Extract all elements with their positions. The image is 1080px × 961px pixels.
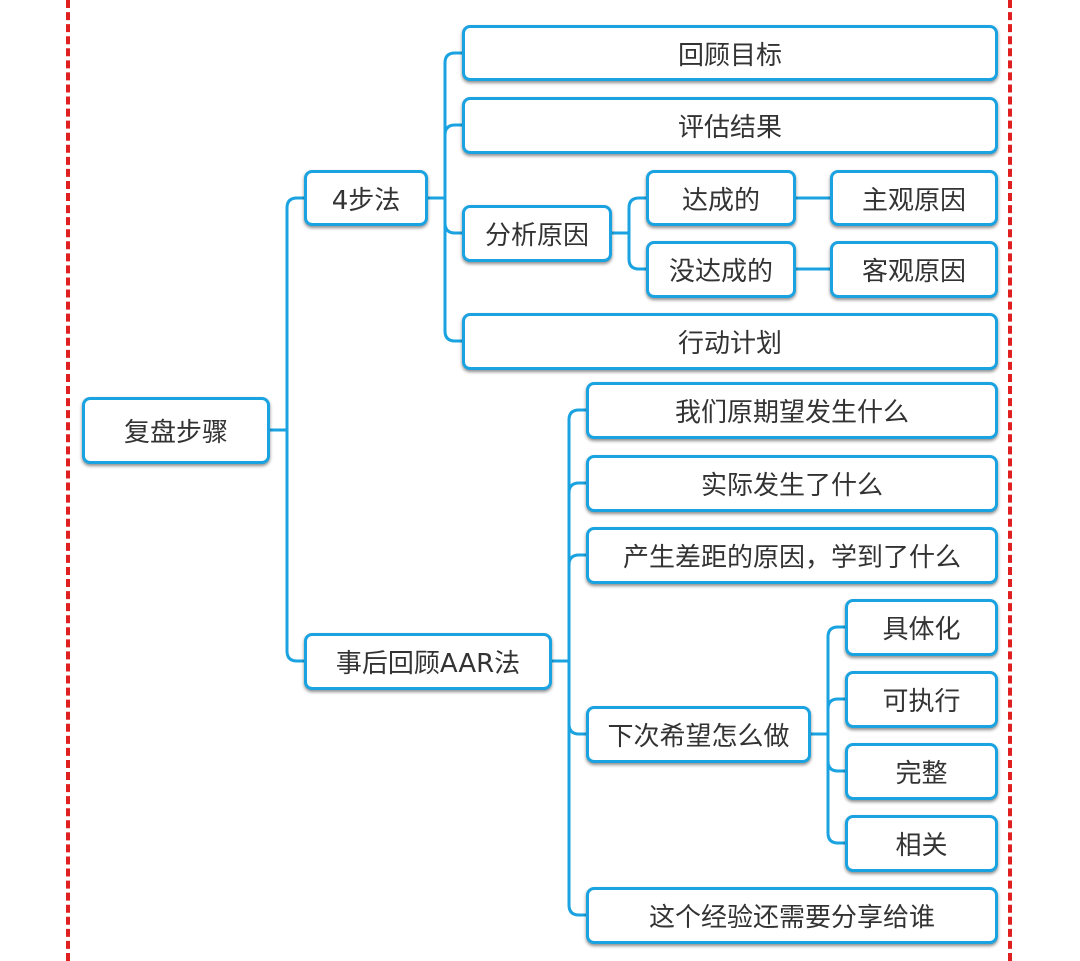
connector-aar-to-gap xyxy=(550,553,588,663)
connector-analyze-to-achieved xyxy=(610,196,648,235)
node-executable[interactable]: 可执行 xyxy=(845,671,998,728)
connector-root-to-four-step xyxy=(268,196,306,432)
node-gap-causes-lessons[interactable]: 产生差距的原因，学到了什么 xyxy=(586,527,998,584)
connector-next-to-executable xyxy=(809,697,847,736)
connector-next-to-relevant xyxy=(809,732,847,845)
node-relevant[interactable]: 相关 xyxy=(845,815,998,872)
connector-next-to-specific xyxy=(809,625,847,736)
node-not-achieved[interactable]: 没达成的 xyxy=(646,241,796,298)
connector-aar-to-share xyxy=(550,659,588,917)
node-next-time[interactable]: 下次希望怎么做 xyxy=(586,706,811,763)
node-evaluate-results[interactable]: 评估结果 xyxy=(462,97,998,154)
connector-aar-to-actual xyxy=(550,481,588,663)
node-achieved[interactable]: 达成的 xyxy=(646,170,796,226)
right-guide-dashed-line xyxy=(1008,0,1012,961)
branch-node-aar[interactable]: 事后回顾AAR法 xyxy=(304,633,552,690)
node-review-goals[interactable]: 回顾目标 xyxy=(462,25,998,81)
node-analyze-causes[interactable]: 分析原因 xyxy=(462,205,612,262)
connector-four-step-to-action xyxy=(426,196,464,343)
node-share-with[interactable]: 这个经验还需要分享给谁 xyxy=(586,887,998,944)
node-objective-causes[interactable]: 客观原因 xyxy=(830,241,998,298)
node-expected-outcome[interactable]: 我们原期望发生什么 xyxy=(586,382,998,439)
connector-root-to-aar xyxy=(268,428,306,663)
node-specific[interactable]: 具体化 xyxy=(845,599,998,656)
connector-analyze-to-not-achieved xyxy=(610,231,648,271)
node-complete[interactable]: 完整 xyxy=(845,743,998,800)
node-action-plan[interactable]: 行动计划 xyxy=(462,313,998,370)
connector-four-step-to-review-goals xyxy=(426,51,464,200)
connector-four-step-to-evaluate xyxy=(426,123,464,200)
node-actual-outcome[interactable]: 实际发生了什么 xyxy=(586,455,998,512)
branch-node-four-step[interactable]: 4步法 xyxy=(304,170,428,226)
node-subjective-causes[interactable]: 主观原因 xyxy=(830,170,998,226)
connector-aar-to-expected xyxy=(550,408,588,663)
root-node[interactable]: 复盘步骤 xyxy=(82,397,270,464)
left-guide-dashed-line xyxy=(66,0,70,961)
